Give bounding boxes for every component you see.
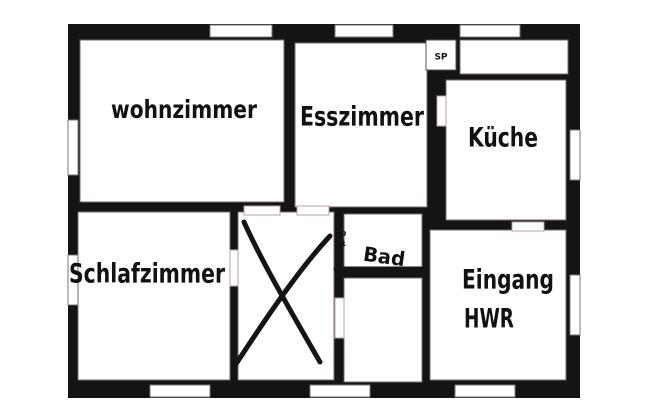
door-5 [511,221,545,232]
window-bottom-1 [149,384,211,398]
sp-mark: SP [434,53,447,63]
window-right-1 [569,129,581,181]
room-schlafzimmer [77,211,231,381]
room-sp-niche [425,39,457,71]
label-esszimmer: Esszimmer [300,102,425,133]
room-wohnzimmer [79,39,285,203]
window-top-1 [209,24,273,38]
room-kueche [445,79,567,221]
room-eingang [429,229,567,381]
door-6 [436,95,447,127]
room-bad-lower [343,277,423,383]
label-kueche: Küche [468,123,538,154]
door-2 [296,205,330,216]
label-schlafzimmer: Schlafzimmer [69,259,226,290]
label-bad: Bad [362,242,407,272]
door-3 [229,249,239,287]
label-eingang: Eingang [462,265,554,296]
window-top-2 [334,24,394,38]
window-left-1 [67,119,79,176]
window-top-3 [459,24,521,38]
cross-mark-stroke-1 [241,219,323,365]
label-hwr: HWR [464,304,514,335]
window-right-2 [569,274,581,336]
room-hall [237,211,335,381]
window-bottom-2 [309,384,371,398]
room-corridor-top [459,39,569,75]
door-1 [243,205,281,216]
cross-mark-stroke-2 [233,233,333,367]
dimension-mark-a: 1.0 [334,230,347,238]
door-4 [334,297,345,339]
label-wohnzimmer: wohnzimmer [111,95,258,124]
room-esszimmer [294,42,428,208]
dimension-mark-b: 2.1 [334,240,347,248]
window-bottom-3 [454,384,516,398]
